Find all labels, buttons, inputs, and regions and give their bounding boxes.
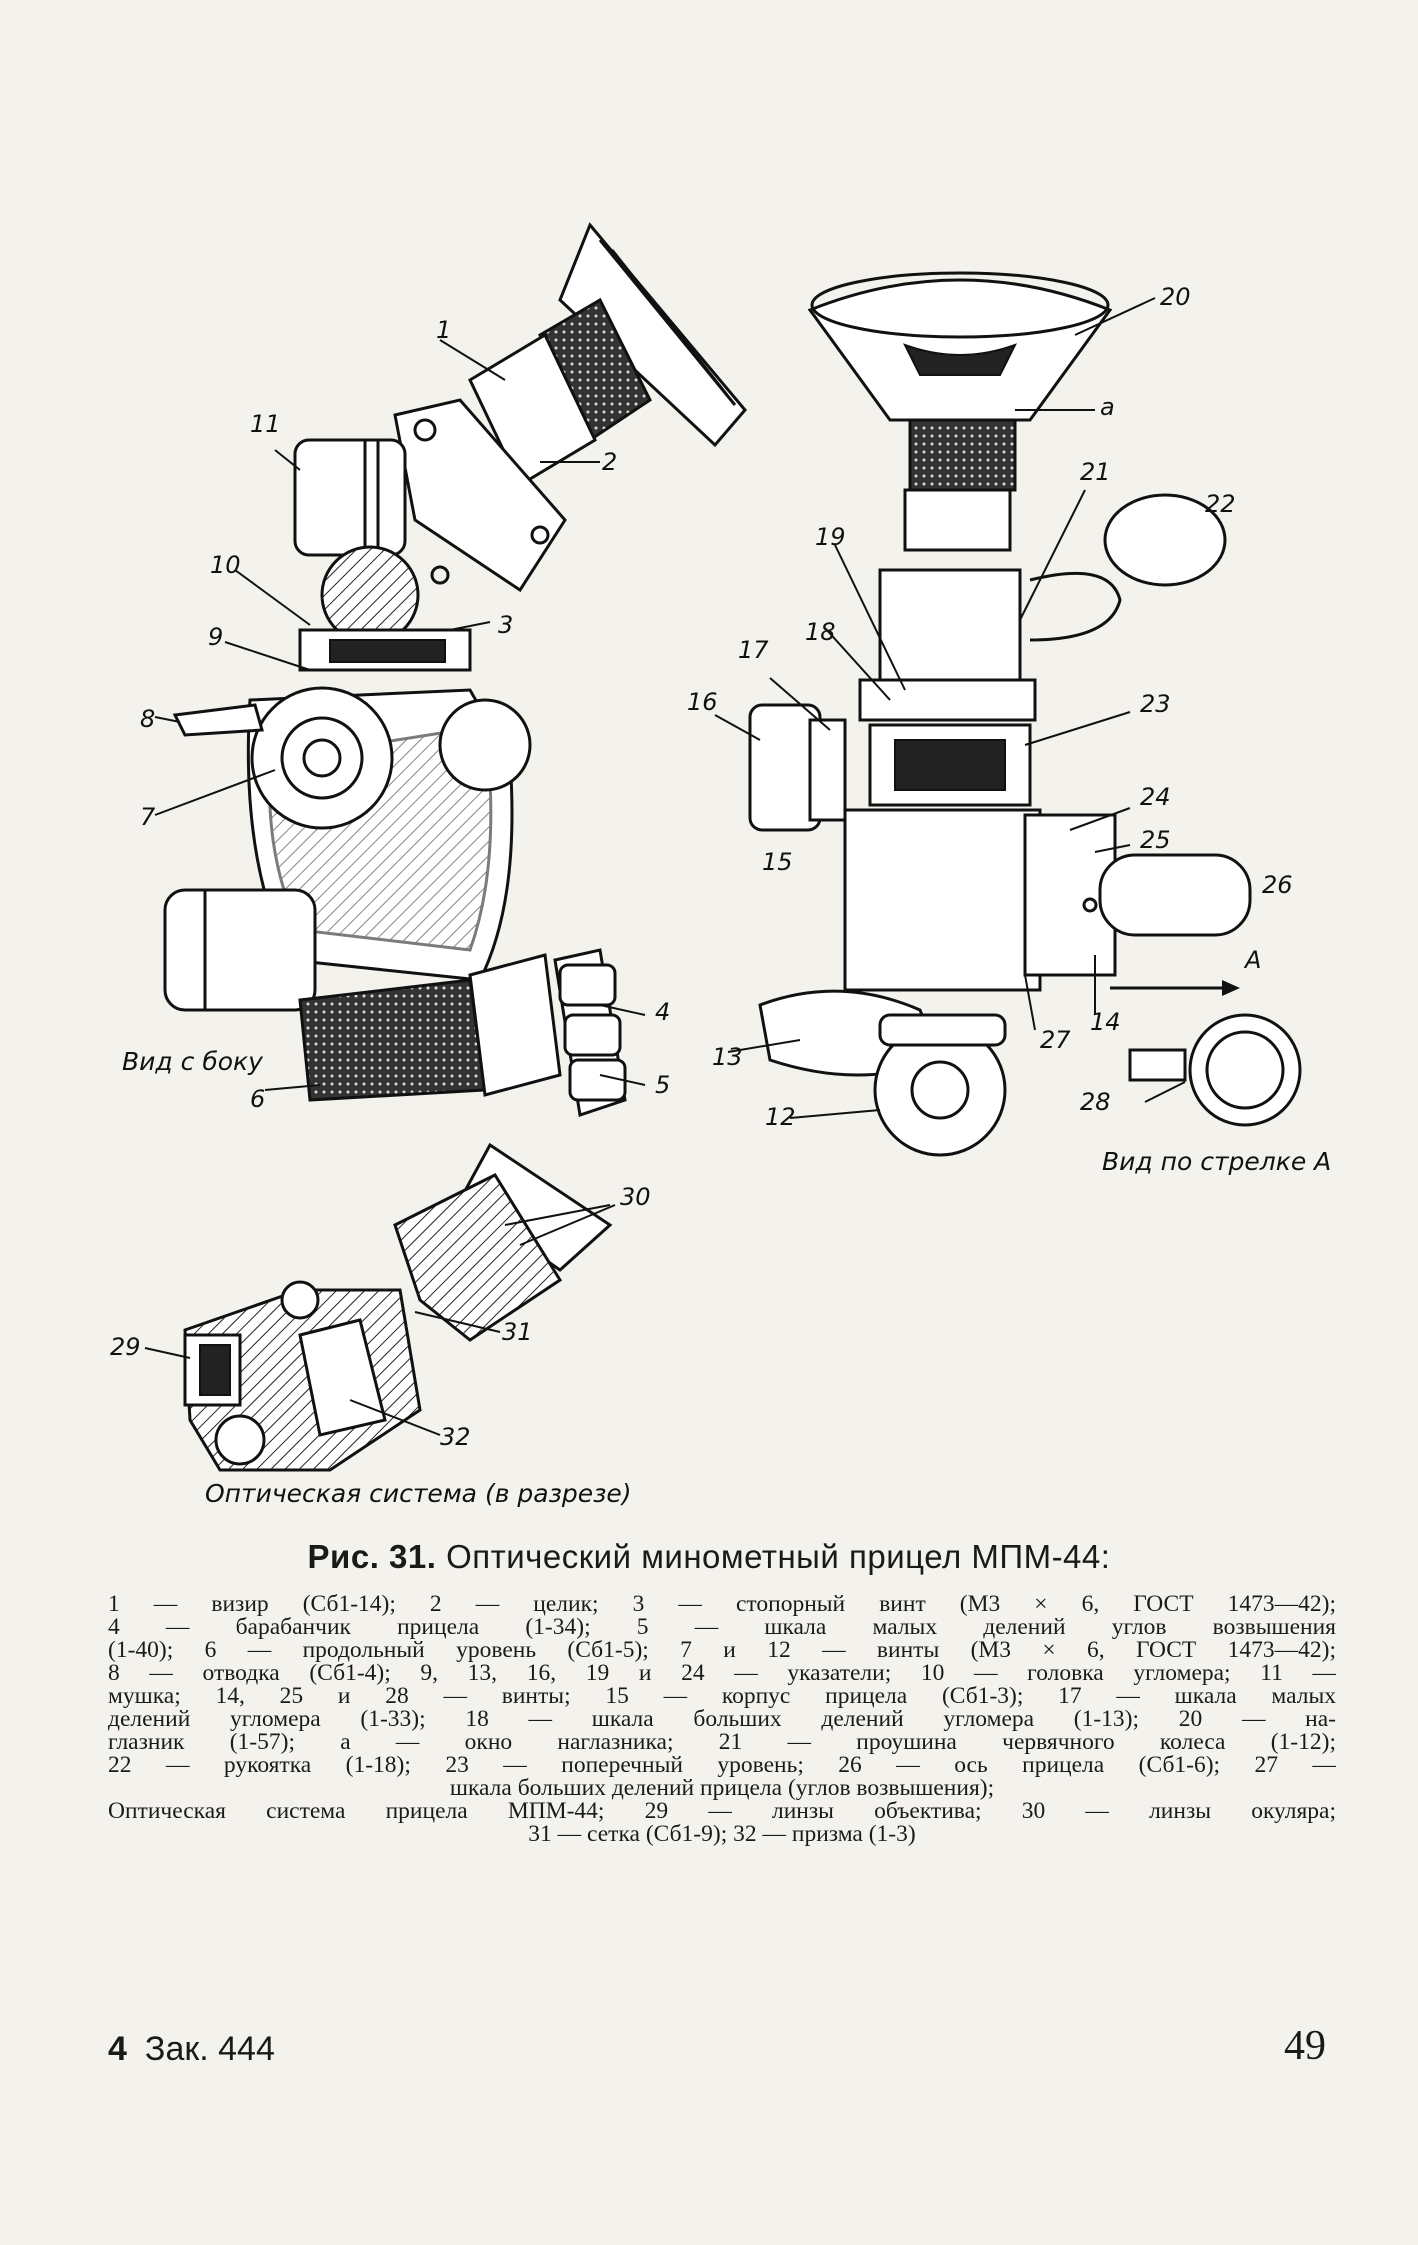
callout-24: 24 — [1140, 783, 1171, 811]
callout-8: 8 — [140, 705, 155, 733]
section-drawing — [183, 1142, 613, 1472]
sheet-number: 4 — [108, 2030, 127, 2068]
technical-drawing: 1 2 3 4 5 6 7 8 9 10 11 12 13 14 15 16 1… — [110, 222, 1331, 1508]
callout-19: 19 — [815, 523, 846, 551]
callout-14: 14 — [1090, 1008, 1121, 1036]
legend-line: мушка; 14, 25 и 28 — винты; 15 — корпус … — [108, 1685, 1336, 1708]
view-label-arrow: Вид по стрелке А — [1102, 1147, 1331, 1176]
callout-32: 32 — [440, 1423, 471, 1451]
callout-2: 2 — [602, 448, 617, 476]
leader-lines — [144, 297, 1186, 1436]
callout-9: 9 — [208, 623, 223, 651]
callout-27: 27 — [1040, 1026, 1071, 1054]
callout-7: 7 — [140, 803, 156, 831]
figure-number: Рис. 31. — [307, 1538, 437, 1575]
callout-16: 16 — [687, 688, 718, 716]
figure-caption-title: Рис. 31. Оптический минометный прицел МП… — [0, 1538, 1418, 1576]
callout-4: 4 — [655, 998, 670, 1026]
callout-1: 1 — [436, 316, 451, 344]
front-view-drawing — [748, 271, 1302, 1157]
callout-a: a — [1100, 393, 1115, 421]
callout-20: 20 — [1160, 283, 1191, 311]
order-number: Зак. 444 — [144, 2030, 275, 2068]
page-number: 49 — [1284, 2023, 1326, 2069]
callout-25: 25 — [1140, 826, 1171, 854]
legend-line: глазник (1-57); а — окно наглазника; 21 … — [108, 1731, 1336, 1754]
callout-23: 23 — [1140, 690, 1171, 718]
callout-3: 3 — [498, 611, 513, 639]
legend-line: (1-40); 6 — продольный уровень (Сб1-5); … — [108, 1639, 1336, 1662]
legend-line: Оптическая система прицела МПМ-44; 29 — … — [108, 1800, 1336, 1823]
callout-15: 15 — [762, 848, 793, 876]
callout-30: 30 — [620, 1183, 651, 1211]
legend-line: 22 — рукоятка (1-18); 23 — поперечный ур… — [108, 1754, 1336, 1777]
legend-line: 1 — визир (Сб1-14); 2 — целик; 3 — стопо… — [108, 1593, 1336, 1616]
view-label-section: Оптическая система (в разрезе) — [205, 1479, 632, 1508]
callout-28: 28 — [1080, 1088, 1111, 1116]
callout-17: 17 — [738, 636, 769, 664]
callout-12: 12 — [765, 1103, 796, 1131]
print-order-mark: 4 Зак. 444 — [108, 2030, 275, 2069]
callout-31: 31 — [502, 1318, 533, 1346]
callout-18: 18 — [805, 618, 836, 646]
figure-title: Оптический минометный прицел МПМ-44: — [446, 1538, 1111, 1575]
callout-22: 22 — [1205, 490, 1236, 518]
callout-11: 11 — [250, 410, 281, 438]
legend-line: 8 — отводка (Сб1-4); 9, 13, 16, 19 и 24 … — [108, 1662, 1336, 1685]
legend-line: шкала больших делений прицела (углов воз… — [449, 1777, 995, 1800]
callout-29: 29 — [110, 1333, 141, 1361]
callout-arrow-A: A — [1243, 946, 1261, 974]
legend-line: 4 — барабанчик прицела (1-34); 5 — шкала… — [108, 1616, 1336, 1639]
side-view-drawing — [163, 222, 747, 1117]
callout-labels: 1 2 3 4 5 6 7 8 9 10 11 12 13 14 15 16 1… — [110, 283, 1293, 1451]
callout-5: 5 — [655, 1071, 670, 1099]
legend-line: 31 — сетка (Сб1-9); 32 — призма (1-3) — [528, 1823, 916, 1846]
callout-13: 13 — [712, 1043, 743, 1071]
callout-26: 26 — [1262, 871, 1293, 899]
callout-6: 6 — [250, 1085, 265, 1113]
view-label-side: Вид с боку — [122, 1047, 264, 1076]
legend-line: делений угломера (1-33); 18 — шкала боль… — [108, 1708, 1336, 1731]
callout-10: 10 — [210, 551, 241, 579]
figure-legend: 1 — визир (Сб1-14); 2 — целик; 3 — стопо… — [108, 1593, 1336, 1846]
callout-21: 21 — [1080, 458, 1111, 486]
